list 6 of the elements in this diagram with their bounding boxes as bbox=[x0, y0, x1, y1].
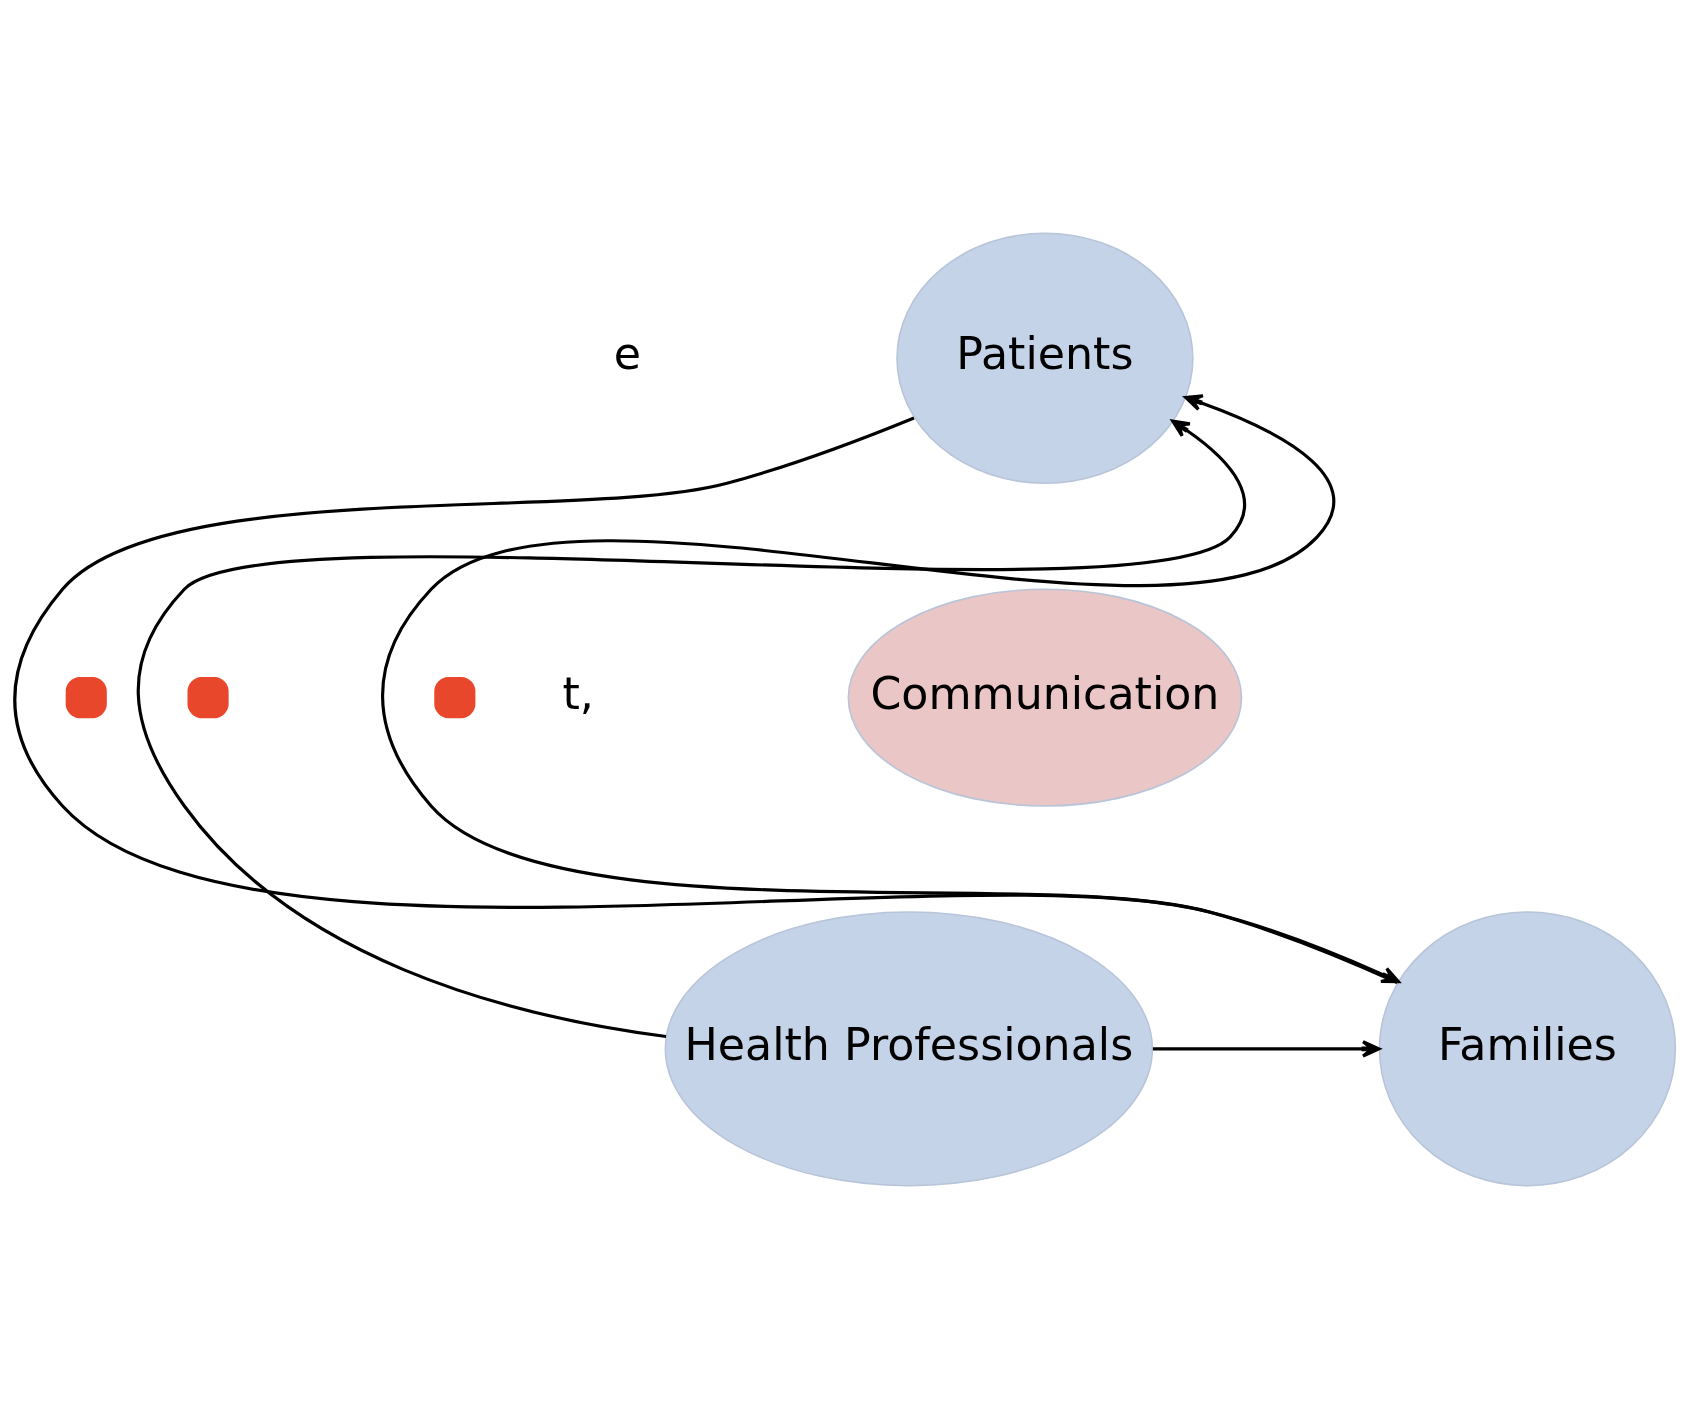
label: e bbox=[613, 327, 641, 379]
node-ellipse: Communication bbox=[847, 588, 1243, 807]
label: t, bbox=[562, 667, 594, 719]
arrow bbox=[137, 419, 1246, 1038]
node-ellipse: Health Professionals bbox=[664, 910, 1154, 1186]
arrow bbox=[1152, 1039, 1381, 1058]
